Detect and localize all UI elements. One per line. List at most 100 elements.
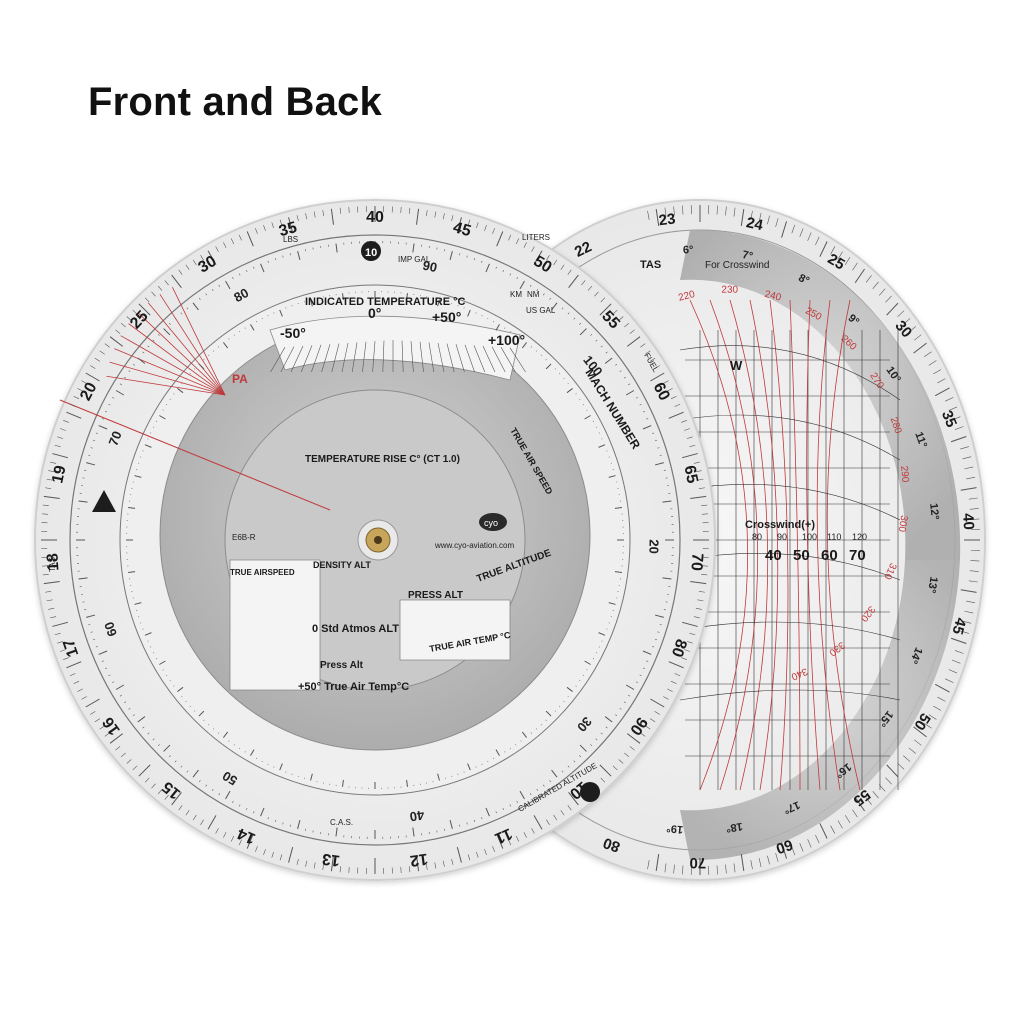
tick-mark bbox=[575, 393, 577, 395]
back-tick-mark bbox=[852, 809, 858, 818]
back-tick-mark bbox=[948, 669, 958, 674]
cas-label: C.A.S. bbox=[330, 818, 353, 827]
tick-mark bbox=[305, 860, 308, 867]
tick-mark bbox=[119, 694, 122, 697]
tick-mark bbox=[519, 790, 525, 800]
crosswind-small-number: 100 bbox=[802, 532, 817, 542]
tick-mark bbox=[697, 599, 704, 602]
tick-mark bbox=[239, 331, 241, 333]
tick-mark bbox=[289, 824, 291, 827]
lbs-label: LBS bbox=[283, 235, 298, 244]
tick-mark bbox=[138, 764, 151, 777]
tick-mark bbox=[194, 710, 196, 712]
back-tick-mark bbox=[964, 610, 974, 614]
tick-mark bbox=[115, 684, 125, 690]
tick-mark bbox=[330, 855, 334, 872]
back-tick-mark bbox=[969, 508, 979, 510]
back-inner-number: 7° bbox=[741, 249, 754, 263]
tick-mark bbox=[163, 744, 171, 752]
tick-mark bbox=[652, 432, 655, 434]
tick-mark bbox=[288, 217, 294, 233]
temperature-arc-line bbox=[410, 341, 414, 373]
cyo-logo: cyo bbox=[484, 518, 498, 528]
tick-mark bbox=[625, 390, 635, 396]
tick-mark bbox=[582, 674, 584, 676]
tick-mark bbox=[586, 409, 588, 411]
tick-mark bbox=[108, 674, 111, 677]
tick-mark bbox=[495, 749, 500, 756]
tick-mark bbox=[670, 395, 677, 400]
tick-mark bbox=[238, 273, 241, 276]
back-tick-mark bbox=[970, 518, 980, 520]
tick-mark bbox=[86, 462, 96, 466]
tick-mark bbox=[546, 255, 550, 261]
tick-mark bbox=[624, 752, 630, 758]
tick-mark bbox=[213, 350, 215, 352]
tick-mark bbox=[600, 732, 603, 735]
temperature-rise-label: TEMPERATURE RISE C° (CT 1.0) bbox=[305, 454, 460, 465]
inner-scale-number: 70 bbox=[105, 429, 124, 448]
tick-mark bbox=[98, 425, 108, 430]
temperature-arc-line bbox=[401, 340, 404, 373]
tick-mark bbox=[476, 222, 479, 229]
back-inner-number: 12° bbox=[927, 503, 941, 521]
tick-mark bbox=[112, 397, 115, 399]
tick-mark bbox=[604, 716, 613, 723]
outer-scale-number: 19 bbox=[49, 464, 69, 485]
tick-mark bbox=[147, 345, 150, 348]
tick-mark bbox=[612, 765, 618, 771]
tick-mark bbox=[434, 211, 437, 218]
tick-mark bbox=[663, 380, 669, 384]
temperature-arc-line bbox=[351, 342, 358, 373]
back-tick-mark bbox=[908, 747, 916, 754]
tick-mark bbox=[682, 621, 698, 627]
tick-mark bbox=[73, 395, 80, 400]
center-rivet-hole bbox=[374, 536, 382, 544]
tick-mark bbox=[192, 302, 199, 311]
tick-mark bbox=[426, 863, 428, 870]
tick-mark bbox=[626, 733, 641, 744]
red-fan-line bbox=[106, 375, 226, 396]
back-tick-mark bbox=[945, 397, 954, 402]
tick-mark bbox=[604, 357, 613, 364]
tick-mark bbox=[535, 350, 537, 352]
tick-mark bbox=[159, 415, 166, 420]
tick-mark bbox=[230, 238, 235, 245]
tick-mark bbox=[335, 243, 338, 253]
tick-mark bbox=[208, 724, 210, 726]
tick-mark bbox=[628, 694, 631, 697]
tick-mark bbox=[152, 339, 155, 342]
outer-scale-number: 14 bbox=[235, 824, 258, 847]
temperature-arc-line bbox=[473, 345, 486, 373]
tick-mark bbox=[567, 383, 569, 385]
tick-mark bbox=[192, 814, 197, 821]
tick-mark bbox=[181, 383, 183, 385]
tick-mark bbox=[244, 751, 246, 753]
tick-mark bbox=[225, 280, 231, 290]
press-alt-small-label: Press Alt bbox=[320, 660, 364, 671]
tick-mark bbox=[674, 403, 681, 407]
tick-mark bbox=[667, 388, 673, 392]
tick-mark bbox=[559, 373, 561, 375]
tick-mark bbox=[536, 289, 539, 292]
index-marker-top-label: 10 bbox=[365, 247, 377, 259]
tick-mark bbox=[159, 660, 166, 665]
tick-mark bbox=[108, 403, 111, 406]
density-alt-window bbox=[229, 559, 321, 691]
back-tick-mark bbox=[960, 487, 977, 491]
tick-mark bbox=[77, 688, 83, 692]
tick-mark bbox=[211, 788, 214, 791]
tick-mark bbox=[412, 827, 415, 837]
red-fan-line bbox=[114, 348, 226, 396]
back-silver-band-lower bbox=[680, 560, 960, 861]
index-marker-top bbox=[361, 241, 381, 261]
back-red-number: 300 bbox=[895, 514, 909, 533]
tick-mark bbox=[205, 784, 208, 787]
back-tick-mark bbox=[819, 823, 828, 839]
tick-mark bbox=[618, 316, 624, 321]
back-outer-number: 70 bbox=[689, 854, 706, 871]
back-tick-mark bbox=[950, 637, 967, 644]
tick-mark bbox=[657, 631, 660, 633]
temperature-arc-line bbox=[290, 345, 304, 373]
